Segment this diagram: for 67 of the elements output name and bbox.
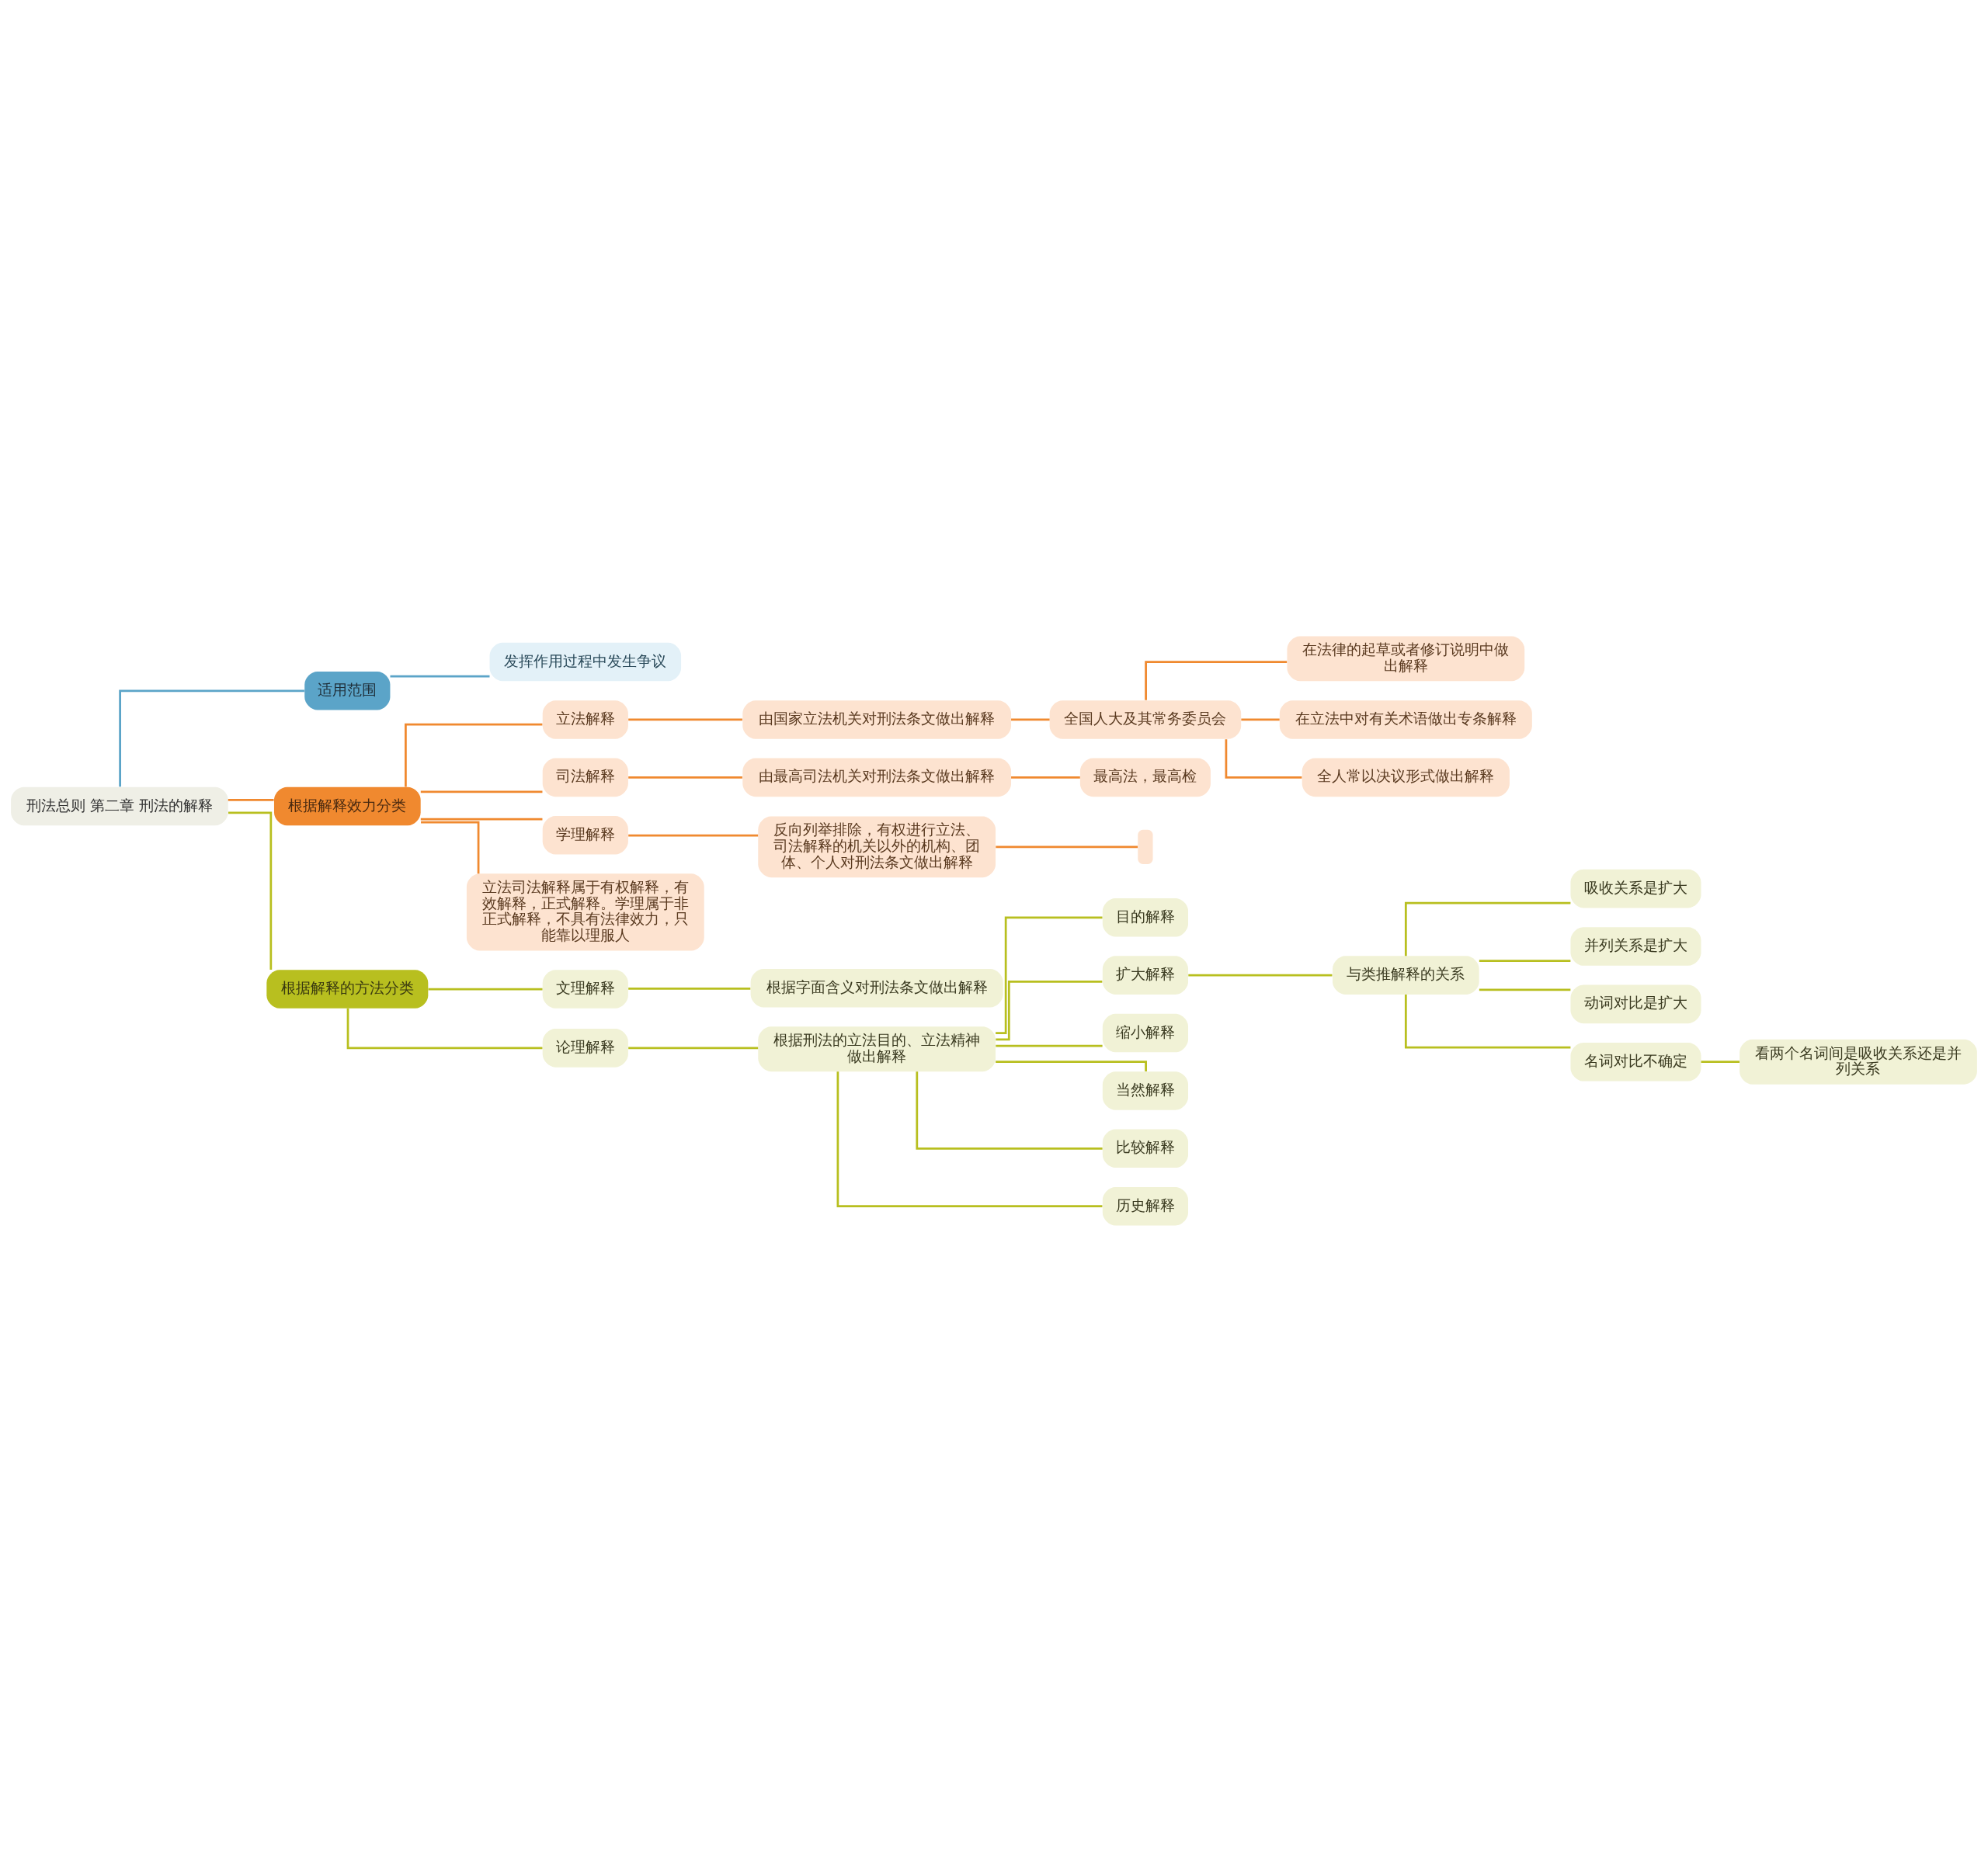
node-box bbox=[1138, 829, 1153, 864]
node-box: 当然解释 bbox=[1102, 1071, 1188, 1110]
node-box: 刑法总则 第二章 刑法的解释 bbox=[11, 786, 228, 825]
node-box: 根据刑法的立法目的、立法精神做出解释 bbox=[758, 1026, 996, 1071]
node-box: 立法司法解释属于有权解释，有效解释，正式解释。学理属于非正式解释，不具有法律效力，只能靠以理服人 bbox=[466, 873, 704, 950]
node-box: 全人常以决议形式做出解释 bbox=[1302, 758, 1510, 797]
node-box: 根据字面含义对刑法条文做出解释 bbox=[750, 968, 1003, 1007]
connector bbox=[420, 790, 543, 793]
node-box: 根据解释效力分类 bbox=[273, 786, 421, 825]
connector bbox=[628, 718, 742, 720]
node-box: 比较解释 bbox=[1102, 1129, 1188, 1168]
node-box: 名词对比不确定 bbox=[1570, 1042, 1701, 1082]
connector bbox=[628, 834, 759, 836]
connector bbox=[916, 1071, 1103, 1150]
connector bbox=[1225, 738, 1302, 779]
node-box: 司法解释 bbox=[542, 758, 628, 797]
connector bbox=[1479, 988, 1571, 991]
connector bbox=[996, 845, 1138, 848]
connector bbox=[1479, 959, 1571, 962]
connector bbox=[628, 776, 742, 779]
node-box: 历史解释 bbox=[1102, 1186, 1188, 1225]
node-box: 全国人大及其常务委员会 bbox=[1049, 700, 1242, 739]
node-box: 缩小解释 bbox=[1102, 1013, 1188, 1052]
connector bbox=[119, 689, 304, 786]
connector bbox=[836, 1071, 1103, 1207]
connector bbox=[996, 915, 1103, 1034]
node-box: 立法解释 bbox=[542, 700, 628, 739]
node-box: 在法律的起草或者修订说明中做出解释 bbox=[1287, 636, 1525, 681]
connector bbox=[421, 821, 480, 873]
node-box: 学理解释 bbox=[542, 815, 628, 854]
node-box: 适用范围 bbox=[304, 671, 391, 710]
connector bbox=[1011, 718, 1050, 720]
node-box: 发挥作用过程中发生争议 bbox=[489, 642, 682, 681]
node-box: 文理解释 bbox=[542, 969, 628, 1009]
node-box: 动词对比是扩大 bbox=[1570, 984, 1701, 1023]
connector bbox=[996, 1044, 1103, 1047]
connector bbox=[1404, 994, 1571, 1048]
connector bbox=[628, 987, 751, 990]
connector bbox=[996, 980, 1103, 1040]
connector bbox=[1404, 901, 1571, 956]
connector bbox=[405, 723, 543, 787]
connector bbox=[1145, 660, 1288, 700]
node-box: 由国家立法机关对刑法条文做出解释 bbox=[742, 700, 1012, 739]
connector bbox=[228, 811, 273, 970]
connector bbox=[390, 675, 490, 678]
connector bbox=[1701, 1060, 1740, 1063]
node-box: 最高法，最高检 bbox=[1079, 758, 1211, 797]
node-box: 并列关系是扩大 bbox=[1570, 926, 1701, 966]
connector bbox=[628, 1046, 759, 1049]
node-box: 在立法中对有关术语做出专条解释 bbox=[1279, 700, 1532, 739]
node-box: 由最高司法机关对刑法条文做出解释 bbox=[742, 758, 1012, 797]
node-box: 反向列举排除，有权进行立法、司法解释的机关以外的机构、团体、个人对刑法条文做出解释 bbox=[758, 816, 996, 877]
node-box: 根据解释的方法分类 bbox=[266, 969, 429, 1009]
node-box: 吸收关系是扩大 bbox=[1570, 869, 1701, 908]
node-box: 与类推解释的关系 bbox=[1332, 955, 1479, 995]
node-box: 看两个名词间是吸收关系还是并列关系 bbox=[1740, 1039, 1977, 1085]
connector bbox=[346, 1008, 543, 1049]
connector bbox=[420, 818, 543, 820]
connector bbox=[996, 1060, 1147, 1071]
connector bbox=[1011, 776, 1080, 779]
node-box: 扩大解释 bbox=[1102, 955, 1188, 995]
connector bbox=[428, 988, 543, 990]
node-box: 论理解释 bbox=[542, 1028, 628, 1068]
connector bbox=[1241, 718, 1280, 720]
connector bbox=[228, 798, 274, 801]
node-box: 目的解释 bbox=[1102, 898, 1188, 937]
connector bbox=[1188, 974, 1333, 977]
